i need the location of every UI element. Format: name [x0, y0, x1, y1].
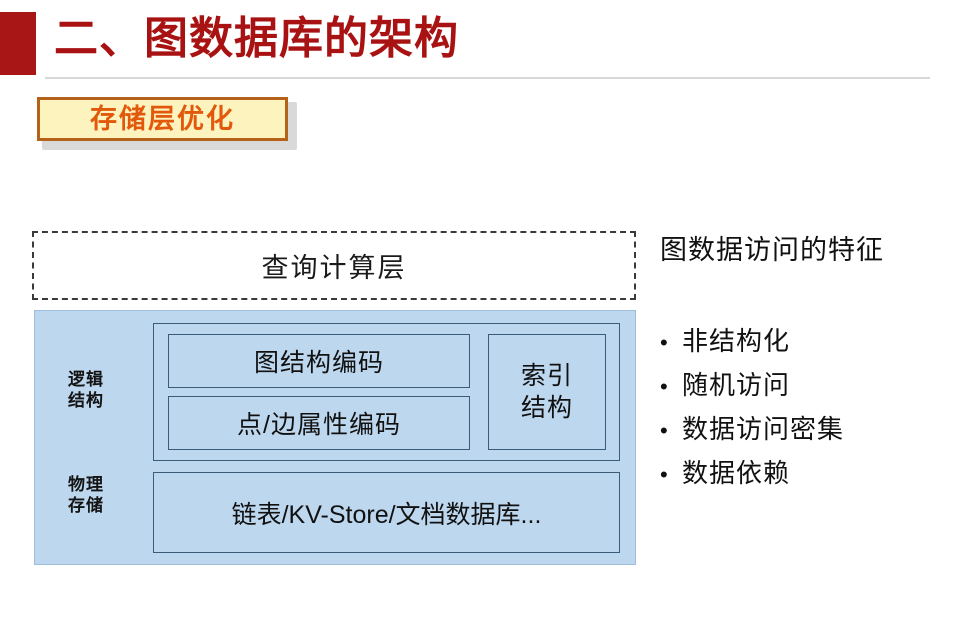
bullet-dot-icon: •	[660, 462, 669, 487]
list-item: • 非结构化	[660, 320, 950, 364]
vertex-edge-property-encoding-label: 点/边属性编码	[237, 411, 401, 439]
features-bullet-list: • 非结构化 • 随机访问 • 数据访问密集 • 数据依赖	[660, 320, 950, 496]
bullet-dot-icon: •	[660, 330, 669, 355]
query-compute-layer-label: 查询计算层	[261, 253, 407, 283]
subtitle-chip-label: 存储层优化	[90, 103, 235, 135]
query-compute-layer-box: 查询计算层	[32, 231, 636, 300]
vertex-edge-property-encoding-box: 点/边属性编码	[168, 396, 470, 450]
architecture-diagram: 查询计算层 逻辑 结构 图结构编码 点/边属性编码 索引 结构 物	[32, 231, 636, 567]
list-item: • 数据依赖	[660, 452, 950, 496]
graph-structure-encoding-box: 图结构编码	[168, 334, 470, 388]
title-accent-bar	[0, 12, 36, 75]
bullet-dot-icon: •	[660, 374, 669, 399]
index-structure-label-line2: 结构	[520, 394, 573, 422]
index-structure-label-line1: 索引	[520, 362, 573, 390]
page-title: 二、图数据库的架构	[54, 13, 459, 64]
list-item-label: 随机访问	[682, 370, 791, 400]
features-heading: 图数据访问的特征	[660, 235, 884, 265]
physical-storage-row-label: 物理 存储	[43, 474, 129, 516]
index-structure-box: 索引 结构	[488, 334, 606, 450]
graph-structure-encoding-label: 图结构编码	[253, 349, 384, 377]
physical-storage-row-label-line1: 物理	[68, 475, 104, 494]
list-item-label: 非结构化	[682, 326, 791, 356]
physical-storage-row-label-line2: 存储	[68, 496, 104, 515]
physical-storage-label: 链表/KV-Store/文档数据库...	[231, 500, 542, 529]
features-column: 图数据访问的特征 • 非结构化 • 随机访问 • 数据访问密集 • 数据依赖	[660, 233, 950, 496]
list-item: • 随机访问	[660, 364, 950, 408]
list-item: • 数据访问密集	[660, 408, 950, 452]
logic-structure-row-label: 逻辑 结构	[43, 369, 129, 411]
logic-structure-row-label-line1: 逻辑	[68, 370, 104, 389]
subtitle-chip: 存储层优化	[37, 97, 288, 141]
title-divider	[45, 77, 930, 79]
storage-layer-panel: 逻辑 结构 图结构编码 点/边属性编码 索引 结构 物理 存储	[34, 310, 636, 565]
list-item-label: 数据访问密集	[682, 414, 845, 444]
physical-storage-box: 链表/KV-Store/文档数据库...	[153, 472, 620, 553]
bullet-dot-icon: •	[660, 418, 669, 443]
list-item-label: 数据依赖	[682, 458, 791, 488]
logic-structure-row-label-line2: 结构	[68, 391, 104, 410]
logic-structure-container: 图结构编码 点/边属性编码 索引 结构	[153, 323, 620, 461]
